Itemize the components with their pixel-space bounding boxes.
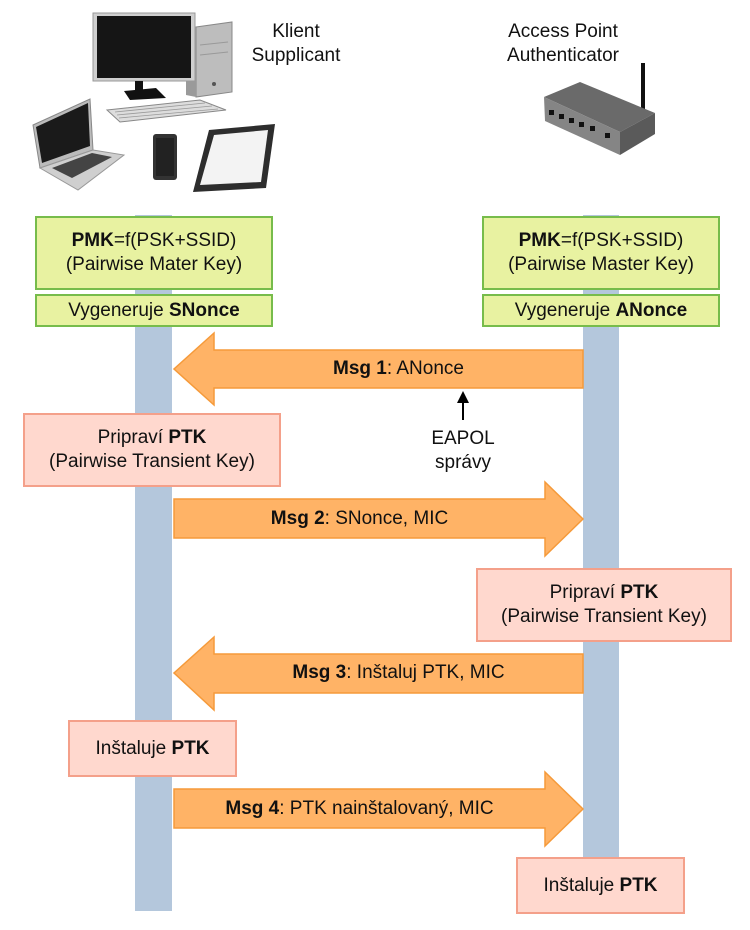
smartphone-icon (153, 134, 177, 180)
eapol-pointer-head (457, 391, 469, 403)
ap-anonce-box: Vygeneruje ANonce (482, 294, 720, 327)
client-pmk-desc: (Pairwise Mater Key) (65, 254, 243, 275)
ap-pmk-desc: (Pairwise Master Key) (508, 254, 694, 275)
ap-install-box: Inštaluje PTK (516, 857, 685, 914)
ap-install-text: Inštaluje PTK (543, 874, 657, 898)
msg3-label: Msg 3: Inštaluj PTK, MIC (214, 661, 583, 685)
msg2-text: : SNonce, MIC (324, 508, 449, 529)
client-ptk-box: Pripraví PTK (Pairwise Transient Key) (23, 413, 281, 487)
msg3-text: : Inštaluj PTK, MIC (346, 662, 505, 683)
ptk-prefix: Pripraví (97, 427, 169, 448)
ap-label: Access Point Authenticator (488, 20, 638, 68)
msg2-label: Msg 2: SNonce, MIC (174, 507, 545, 531)
ap-pmk-box: PMK=f(PSK+SSID) (Pairwise Master Key) (482, 216, 720, 290)
client-install-text: Inštaluje PTK (95, 737, 209, 761)
client-ptk-title: Pripraví PTK (98, 426, 207, 450)
install-bold: PTK (171, 737, 210, 759)
client-label-line2: Supplicant (251, 45, 341, 66)
client-snonce-text: Vygeneruje SNonce (68, 299, 239, 323)
eapol-note-line2: správy (435, 452, 491, 473)
ap-anonce-text: Vygeneruje ANonce (515, 299, 688, 323)
client-label: Klient Supplicant (236, 20, 356, 68)
client-label-line1: Klient (272, 21, 320, 42)
pmk-formula: =f(PSK+SSID) (113, 230, 237, 251)
client-pmk-formula: PMK=f(PSK+SSID) (72, 229, 237, 253)
ap-label-line1: Access Point (508, 21, 618, 42)
msg4-text: : PTK nainštalovaný, MIC (279, 798, 494, 819)
ap-ptk-box: Pripraví PTK (Pairwise Transient Key) (476, 568, 732, 642)
msg1-label: Msg 1: ANonce (214, 357, 583, 381)
install-prefix: Inštaluje (95, 737, 172, 759)
ap-ptk-desc: (Pairwise Transient Key) (501, 606, 707, 627)
client-ptk-desc: (Pairwise Transient Key) (49, 451, 255, 472)
eapol-note: EAPOL správy (413, 427, 513, 475)
desktop-pc-icon (92, 12, 233, 123)
devices-illustration (32, 12, 655, 192)
nonce-bold: ANonce (615, 299, 688, 321)
client-lifeline (135, 215, 172, 911)
msg1-bold: Msg 1 (333, 358, 387, 379)
client-install-box: Inštaluje PTK (68, 720, 237, 777)
msg1-text: : ANonce (386, 358, 464, 379)
nonce-prefix: Vygeneruje (514, 299, 616, 321)
client-pmk-box: PMK=f(PSK+SSID) (Pairwise Mater Key) (35, 216, 273, 290)
pmk-formula: =f(PSK+SSID) (560, 230, 684, 251)
nonce-prefix: Vygeneruje (68, 299, 169, 321)
nonce-bold: SNonce (168, 299, 240, 321)
pmk-bold: PMK (71, 230, 114, 251)
ptk-prefix: Pripraví (549, 582, 621, 603)
install-prefix: Inštaluje (543, 874, 620, 896)
client-snonce-box: Vygeneruje SNonce (35, 294, 273, 327)
eapol-note-line1: EAPOL (431, 428, 495, 449)
ap-ptk-title: Pripraví PTK (550, 581, 659, 605)
msg3-bold: Msg 3 (292, 662, 347, 683)
ptk-bold: PTK (168, 427, 207, 448)
tablet-icon (193, 124, 275, 192)
router-icon (544, 63, 655, 155)
ap-pmk-formula: PMK=f(PSK+SSID) (519, 229, 684, 253)
msg2-bold: Msg 2 (270, 508, 325, 529)
install-bold: PTK (619, 874, 658, 896)
msg4-bold: Msg 4 (225, 798, 280, 819)
ptk-bold: PTK (620, 582, 659, 603)
msg4-label: Msg 4: PTK nainštalovaný, MIC (174, 797, 545, 821)
laptop-icon (32, 98, 126, 191)
ap-label-line2: Authenticator (507, 45, 619, 66)
pmk-bold: PMK (518, 230, 561, 251)
